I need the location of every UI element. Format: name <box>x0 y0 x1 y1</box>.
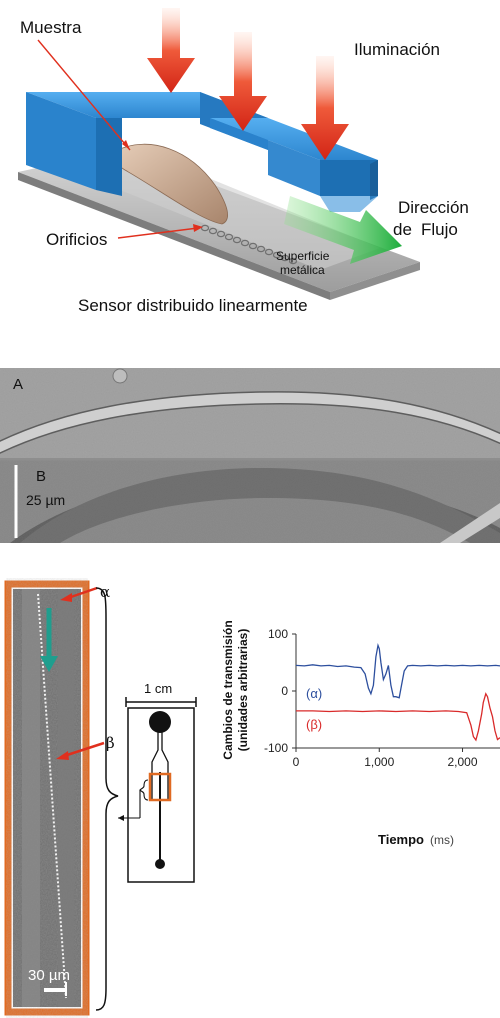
scale-label-25um: 25 µm <box>26 492 66 508</box>
y-tick-label: 100 <box>268 627 288 641</box>
chart-xlabel-unit: (ms) <box>430 833 454 847</box>
flow-arrow-teal <box>40 656 58 672</box>
illumination-arrows <box>147 8 349 160</box>
metal-base-side <box>18 172 330 300</box>
scale-label-1cm: 1 cm <box>144 681 173 696</box>
series-label-alpha: (α) <box>306 686 322 701</box>
x-tick-label: 1,000 <box>364 755 394 769</box>
flow-direction-arrow <box>284 196 402 264</box>
panel-a-label: A <box>13 376 24 393</box>
sensor-region-box <box>148 772 172 802</box>
scale-label-30um: 30 µm <box>28 967 70 984</box>
y-tick-label: -100 <box>264 741 288 755</box>
inlet-reservoir <box>149 711 171 733</box>
label-direccion-flujo: Flujo <box>421 220 458 239</box>
y-tick-label: 0 <box>281 684 288 698</box>
series-line-alpha <box>295 643 500 699</box>
caption-sensor: Sensor distribuido linearmente <box>78 296 308 315</box>
alpha-pointer <box>67 586 98 600</box>
sensor-brace <box>95 587 119 1011</box>
chart-xlabel: Tiempo <box>378 832 424 847</box>
sensor-3d-illustration <box>18 8 420 300</box>
chart-ylabel-line2: (unidades arbitrarias) <box>236 628 250 752</box>
label-orificios: Orificios <box>46 230 108 249</box>
beta-pointer <box>63 741 105 758</box>
x-tick-label: 0 <box>293 755 300 769</box>
orifice-line <box>37 593 67 999</box>
label-metalica: metálica <box>280 263 325 277</box>
label-muestra: Muestra <box>20 18 82 37</box>
blue-housing <box>26 92 378 212</box>
panel-b-label: B <box>36 468 47 485</box>
muestra-pointer <box>37 39 131 151</box>
device-schematic-drawing <box>118 697 197 883</box>
sem-frame <box>4 580 90 1016</box>
microscopy-panels: A B 25 µm <box>0 368 500 543</box>
sensor-sem-image: α β 30 µm <box>0 578 130 1018</box>
sensor-3d-diagram: Muestra Iluminación Dirección de Flujo O… <box>0 0 500 330</box>
series-line-beta <box>296 692 500 742</box>
microscopy-image <box>0 368 500 543</box>
series-label-beta: (β) <box>306 717 322 732</box>
transmission-chart: 100 0 -100 0 1,000 2,000 (α) (β) Cambios de tra… <box>218 618 500 858</box>
alpha-label: α <box>100 583 111 601</box>
chart-svg: 100 0 -100 0 1,000 2,000 (α) (β) <box>264 627 500 769</box>
label-direccion-line1: Dirección <box>398 198 469 217</box>
device-schematic: 1 cm <box>118 680 218 890</box>
label-iluminacion: Iluminación <box>354 40 440 59</box>
sensor-sem-illustration <box>4 580 119 1016</box>
outlet-reservoir <box>155 859 165 869</box>
x-tick-label: 2,000 <box>448 755 478 769</box>
label-superficie: Superficie <box>276 249 330 263</box>
orifice-holes <box>200 224 298 265</box>
chart-ylabel-line1: Cambios de transmisión <box>221 620 235 760</box>
cell-outline-a <box>0 391 500 454</box>
orificios-pointer <box>117 227 199 239</box>
beta-label: β <box>106 734 115 752</box>
label-direccion-de: de <box>393 220 412 239</box>
